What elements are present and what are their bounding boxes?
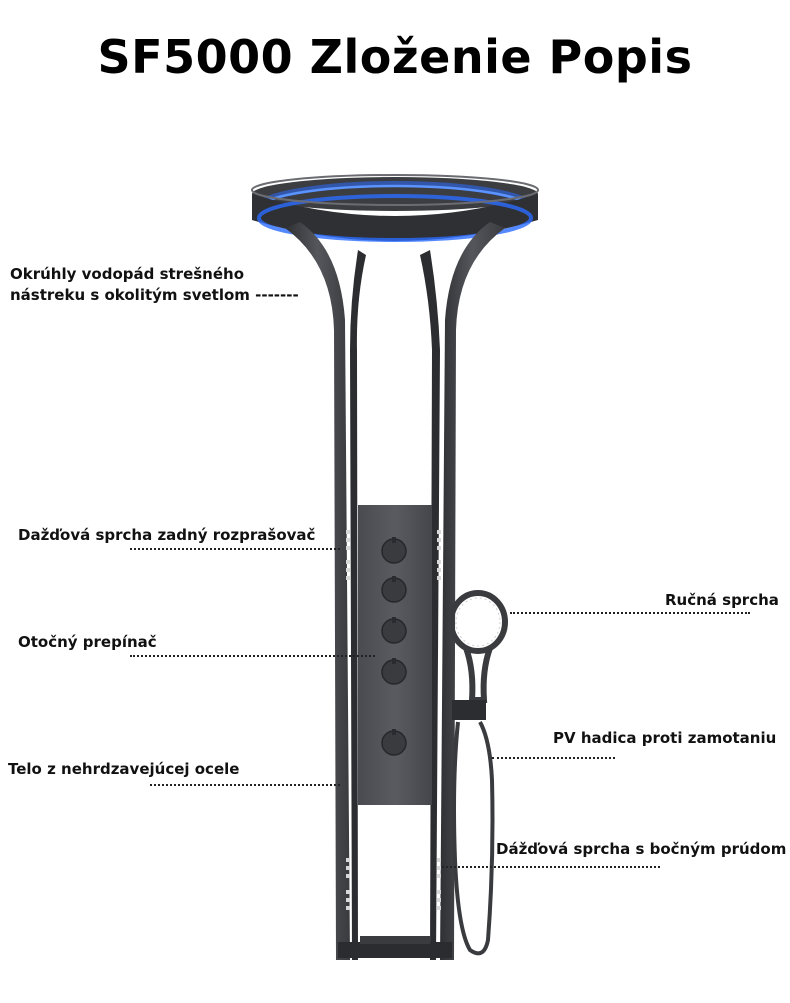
leader-rotary-switch <box>130 655 375 657</box>
label-roof-shower-line1: Okrúhly vodopád strešného <box>10 265 245 283</box>
page-title: SF5000 Zloženie Popis <box>97 30 693 84</box>
base-plate <box>338 942 452 958</box>
side-spray-nozzles <box>346 858 441 910</box>
label-back-spray: Dažďová sprcha zadný rozprašovač <box>18 526 316 544</box>
leader-back-spray <box>130 548 340 550</box>
back-spray-nozzles <box>346 530 441 580</box>
label-stainless-body: Telo z nehrdzavejúcej ocele <box>8 760 240 778</box>
leader-side-spray <box>442 866 660 868</box>
hand-shower <box>448 590 508 720</box>
leader-stainless-body <box>150 784 340 786</box>
leader-hand-shower <box>510 612 750 614</box>
ring-shower-head <box>251 174 539 242</box>
leader-hose <box>492 757 615 759</box>
label-side-spray: Dážďová sprcha s bočným prúdom <box>496 840 787 858</box>
label-hose: PV hadica proti zamotaniu <box>553 729 777 747</box>
right-support-arm <box>440 222 505 960</box>
label-rotary-switch: Otočný prepínač <box>18 633 157 651</box>
anti-tangle-hose <box>452 721 495 956</box>
label-roof-shower-line2: nástreku s okolitým svetlom ------- <box>10 286 299 304</box>
label-hand-shower: Ručná sprcha <box>665 591 779 609</box>
left-support-arm <box>285 222 350 960</box>
rotary-knobs <box>381 537 407 756</box>
